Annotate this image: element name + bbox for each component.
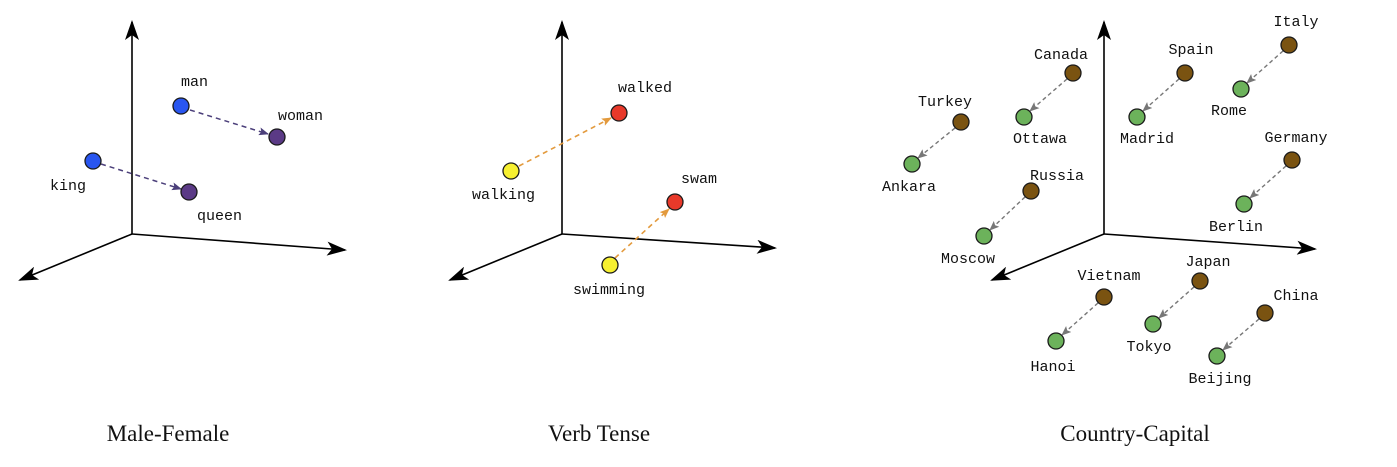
axis-depth — [448, 233, 563, 281]
caption-male-female: Male-Female — [107, 421, 230, 446]
panel-male-female: man woman king queen Male-Female — [18, 20, 347, 446]
relation-arrow-germany-berlin — [1249, 165, 1287, 199]
point-russia — [1022, 182, 1040, 200]
label-germany: Germany — [1264, 130, 1327, 147]
panel-verb-tense: walked walking swam swimming Verb Tense — [448, 20, 777, 446]
label-swam: swam — [681, 171, 717, 188]
axis-horizontal — [561, 233, 777, 254]
axes-verb-tense — [448, 20, 777, 281]
point-rome — [1232, 80, 1250, 98]
relation-arrow-china-beijing — [1222, 318, 1260, 351]
relation-arrow-king-queen — [100, 163, 182, 191]
point-canada — [1064, 64, 1082, 82]
relation-arrow-italy-rome — [1246, 50, 1284, 84]
label-man: man — [181, 74, 208, 91]
point-madrid — [1128, 108, 1146, 126]
label-italy: Italy — [1273, 14, 1318, 31]
relation-arrow-japan-tokyo — [1158, 286, 1195, 319]
axis-horizontal — [1103, 233, 1317, 255]
label-russia: Russia — [1030, 168, 1084, 185]
relation-arrow-swimming-swam — [614, 208, 670, 259]
point-spain — [1176, 64, 1194, 82]
label-beijing: Beijing — [1188, 371, 1251, 388]
axis-depth — [990, 233, 1105, 281]
point-china — [1256, 304, 1274, 322]
label-japan: Japan — [1185, 254, 1230, 271]
label-rome: Rome — [1211, 103, 1247, 120]
relation-arrow-man-woman — [189, 109, 269, 136]
point-swam — [666, 193, 684, 211]
caption-country-capital: Country-Capital — [1060, 421, 1209, 446]
point-moscow — [975, 227, 993, 245]
relation-arrow-russia-moscow — [989, 196, 1026, 231]
label-madrid: Madrid — [1120, 131, 1174, 148]
label-queen: queen — [197, 208, 242, 225]
caption-verb-tense: Verb Tense — [548, 421, 650, 446]
axes-country-capital — [990, 20, 1317, 281]
point-swimming — [601, 256, 619, 274]
label-turkey: Turkey — [918, 94, 972, 111]
point-japan — [1191, 272, 1209, 290]
point-vietnam — [1095, 288, 1113, 306]
label-ottawa: Ottawa — [1013, 131, 1067, 148]
label-moscow: Moscow — [941, 251, 995, 268]
label-king: king — [50, 178, 86, 195]
label-vietnam: Vietnam — [1077, 268, 1140, 285]
point-beijing — [1208, 347, 1226, 365]
point-ottawa — [1015, 108, 1033, 126]
point-queen — [180, 183, 198, 201]
relation-arrow-spain-madrid — [1142, 78, 1180, 112]
relation-arrow-turkey-ankara — [917, 127, 956, 159]
label-swimming: swimming — [573, 282, 645, 299]
point-ankara — [903, 155, 921, 173]
label-berlin: Berlin — [1209, 219, 1263, 236]
label-ankara: Ankara — [882, 179, 936, 196]
axis-depth — [18, 233, 133, 281]
axes-male-female — [18, 20, 347, 281]
point-italy — [1280, 36, 1298, 54]
point-germany — [1283, 151, 1301, 169]
point-woman — [268, 128, 286, 146]
label-canada: Canada — [1034, 47, 1088, 64]
point-man — [172, 97, 190, 115]
axis-horizontal — [131, 233, 347, 256]
relation-arrow-walking-walked — [518, 117, 612, 167]
point-berlin — [1235, 195, 1253, 213]
relation-arrow-vietnam-hanoi — [1061, 302, 1099, 336]
label-walking: walking — [472, 187, 535, 204]
label-hanoi: Hanoi — [1030, 359, 1075, 376]
label-woman: woman — [278, 108, 323, 125]
relation-arrow-canada-ottawa — [1029, 78, 1068, 112]
point-walking — [502, 162, 520, 180]
label-china: China — [1273, 288, 1318, 305]
point-hanoi — [1047, 332, 1065, 350]
point-tokyo — [1144, 315, 1162, 333]
label-spain: Spain — [1168, 42, 1213, 59]
point-walked — [610, 104, 628, 122]
point-king — [84, 152, 102, 170]
panel-country-capital: Turkey Ankara Canada Ottawa Spain Madrid… — [882, 14, 1328, 446]
label-walked: walked — [618, 80, 672, 97]
label-tokyo: Tokyo — [1126, 339, 1171, 356]
point-turkey — [952, 113, 970, 131]
